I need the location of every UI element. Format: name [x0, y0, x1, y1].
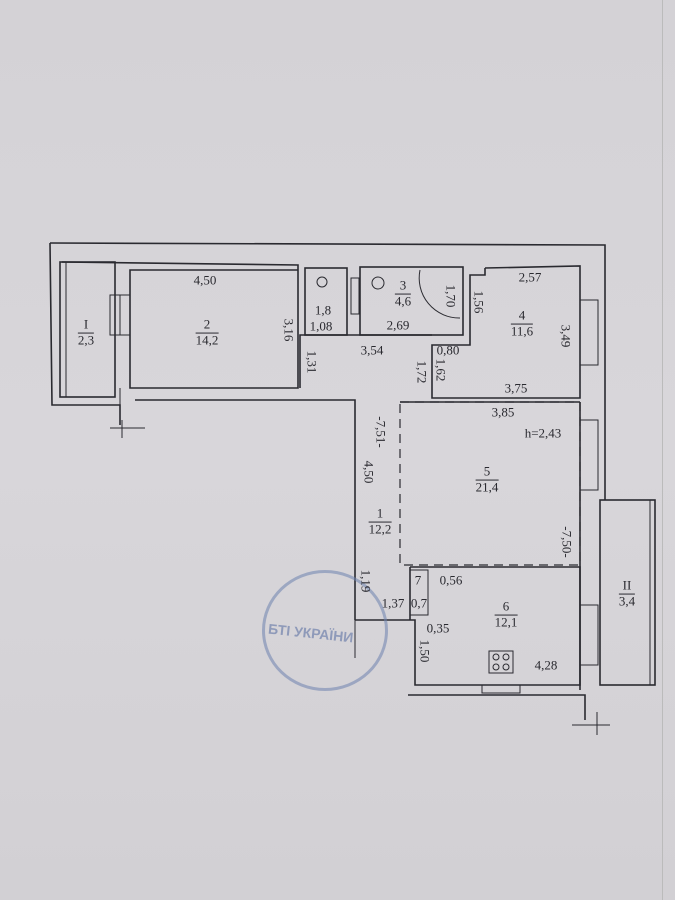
dimension: 1,70: [443, 284, 459, 308]
dimension: 1,19: [358, 569, 374, 593]
paper-margin-line: [662, 0, 663, 900]
closet-7: [409, 569, 429, 616]
dimension: -7,51-: [373, 416, 389, 448]
dimension: 2,57: [518, 269, 542, 285]
dimension: 3,16: [281, 318, 297, 342]
dimension: 4,28: [534, 657, 558, 673]
dimension: 0,56: [439, 572, 463, 588]
dimension: 3,85: [491, 404, 515, 420]
wc-area: 1,8: [314, 302, 332, 318]
balcony-II: [599, 499, 656, 686]
dimension: 4,50: [361, 460, 377, 484]
dimension: 1,08: [309, 318, 333, 334]
dimension: 4,50: [193, 272, 217, 288]
dimension: 1,56: [471, 290, 487, 314]
dimension: 1,31: [304, 350, 320, 374]
dimension: 3,49: [558, 324, 574, 348]
closet-area: 0,7: [410, 595, 428, 611]
dimension: -7,50-: [559, 526, 575, 558]
dimension: 1,72: [414, 360, 430, 384]
dimension: 1,50: [417, 639, 433, 663]
bti-stamp: [262, 570, 388, 691]
dimension: 0,80: [436, 342, 460, 358]
dimension: 3,54: [360, 342, 384, 358]
closet-number: 7: [414, 572, 422, 588]
ceiling-height: h=2,43: [524, 425, 562, 441]
dimension: 0,35: [426, 620, 450, 636]
dimension: 3,75: [504, 380, 528, 396]
outer-wall: [49, 242, 606, 500]
inner-wall-top: [61, 261, 299, 389]
stove-icon: [488, 650, 514, 674]
dimension: 1,62: [433, 358, 449, 382]
dimension: 2,69: [386, 317, 410, 333]
radiator-icon: [481, 684, 521, 694]
dimension: 1,37: [381, 595, 405, 611]
